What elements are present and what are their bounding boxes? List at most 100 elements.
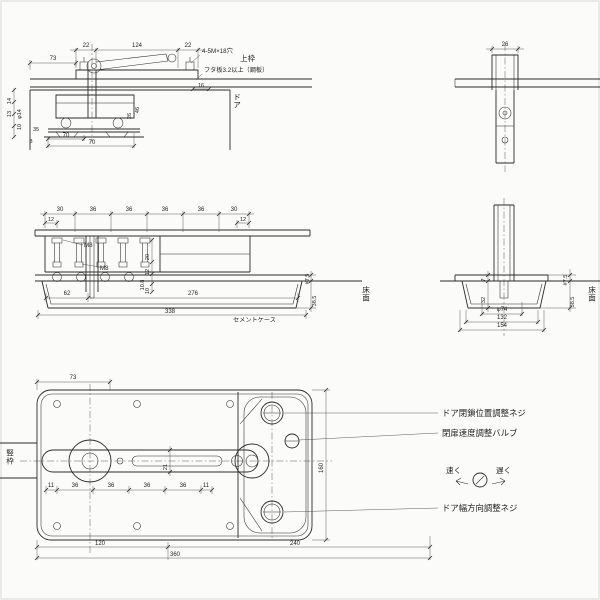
dim-22-left: 22 <box>83 43 90 49</box>
dim-plate-7-5: #7.5 <box>563 275 569 286</box>
pivot-hole-center <box>502 110 508 116</box>
pivot-arm-hub-center <box>91 63 97 69</box>
frame-and-body-lines <box>29 69 312 150</box>
mounting-hole <box>133 400 141 408</box>
dimension-ticks <box>457 272 573 333</box>
valve-legend-icon <box>472 472 488 488</box>
dim-30-left: 30 <box>57 207 64 213</box>
dim-36: 36 <box>72 483 79 489</box>
dim-phi14: φ14 <box>17 109 23 119</box>
dim-36: 36 <box>108 483 115 489</box>
width-adjust-screw-inner <box>263 503 281 521</box>
dim-phi74: φ74 <box>497 307 508 313</box>
arm-end-pin <box>167 53 177 63</box>
shaft-and-case-lines <box>440 204 600 309</box>
dim-36: 36 <box>198 207 205 213</box>
dim-70a: 70 <box>63 133 70 139</box>
dim-12: 12 <box>145 269 151 275</box>
bolt-label-m8: M8 <box>84 242 93 249</box>
pivot-hole <box>498 106 512 120</box>
width-adjust-screw <box>260 500 284 524</box>
case-inner-outline <box>40 393 309 537</box>
view-plan: 73 11 36 36 36 36 11 21 120 240 360 160 … <box>0 375 526 561</box>
roller-circle <box>100 272 110 282</box>
view-top-pivot-section: 22 124 22 4-5M×18穴 73 フタ板3.2以上（鋼板） 上枠 ドア… <box>7 43 312 150</box>
dim-36: 36 <box>144 483 151 489</box>
dim-10-8: 10.8 <box>140 280 146 291</box>
roller-circle <box>112 117 124 129</box>
dim-plate-7-5: #7.5 <box>305 274 311 285</box>
dim-20: 20 <box>145 254 151 260</box>
label-floor-level: 床面 <box>587 285 596 303</box>
label-jamb: 竪枠 <box>5 449 14 466</box>
dim-16: 16 <box>198 83 204 89</box>
dim-70b: 70 <box>89 140 96 146</box>
dim-36: 36 <box>162 207 169 213</box>
dim-36: 36 <box>90 207 97 213</box>
dim-26: 26 <box>502 42 509 48</box>
close-position-screw-inner <box>263 404 281 422</box>
detail-lines <box>454 55 515 127</box>
dim-12-edge: 12 <box>48 217 54 223</box>
dim-276: 276 <box>188 291 199 297</box>
label-floor-level: 床面 <box>361 285 370 303</box>
view-top-pivot-front: 26 <box>454 42 600 172</box>
dim-36: 36 <box>126 207 133 213</box>
dim-132: 132 <box>497 315 508 321</box>
dim-13: 13 <box>7 111 13 117</box>
arm-hole <box>116 457 124 465</box>
dim-360: 360 <box>170 552 181 558</box>
roller-circle <box>52 272 62 282</box>
mounting-hole <box>53 522 61 530</box>
dim-3: 3 <box>29 139 32 145</box>
dim-46: 46 <box>135 107 141 113</box>
roller-circle <box>124 272 134 282</box>
dim-depth-38-5: 38.5 <box>570 297 576 308</box>
jamb-and-division-lines <box>0 392 239 538</box>
dim-120: 120 <box>95 541 106 547</box>
label-door: ドア <box>232 93 241 108</box>
bolt-label-m8: M8 <box>100 265 109 272</box>
detail-lines <box>55 53 195 138</box>
dim-124: 124 <box>132 43 143 49</box>
dim-26: 26 <box>127 113 133 119</box>
view-hinge-body-section: 30 36 36 36 36 30 12 12 M8 M8 20 12 10.8… <box>34 207 371 324</box>
label-slow: 遅く <box>496 466 511 475</box>
detail-lines <box>45 236 299 305</box>
dim-12-edge: 12 <box>240 217 246 223</box>
dim-30-right: 30 <box>231 207 238 213</box>
dim-62: 62 <box>64 291 71 297</box>
dim-160: 160 <box>319 462 325 473</box>
callout-close-position: ドア閉鎖位置調整ネジ <box>442 408 526 418</box>
dimension-ticks <box>34 379 433 561</box>
spindle-boss <box>68 439 112 483</box>
label-top-frame: 上枠 <box>240 53 256 63</box>
dimension-lines <box>13 48 209 148</box>
anchor-bolts <box>51 237 151 268</box>
label-fast: 速く <box>446 466 461 475</box>
screw-hole <box>501 136 509 144</box>
dim-14: 14 <box>7 98 13 104</box>
note-cover-plate: フタ板3.2以上（鋼板） <box>204 66 268 74</box>
dim-35: 35 <box>33 127 39 133</box>
arm-screw <box>231 455 243 467</box>
dim-7: 7 <box>481 278 487 281</box>
dim-73: 73 <box>50 56 57 62</box>
view-hinge-body-front: φ74 132 154 7 32 #7.5 38.5 床面 <box>440 198 600 336</box>
close-position-screw <box>260 401 284 425</box>
dim-154: 154 <box>497 323 508 329</box>
mounting-hole <box>226 522 234 530</box>
label-cement-case: セメントケース <box>233 317 276 324</box>
speed-valve <box>284 433 300 449</box>
dim-32: 32 <box>481 297 487 303</box>
note-mounting-holes: 4-5M×18穴 <box>202 47 233 55</box>
frame-and-pivot-lines <box>455 54 600 164</box>
dimension-lines <box>459 269 576 332</box>
dim-11: 11 <box>203 483 210 489</box>
dimension-ticks <box>489 46 521 52</box>
mounting-hole <box>226 400 234 408</box>
